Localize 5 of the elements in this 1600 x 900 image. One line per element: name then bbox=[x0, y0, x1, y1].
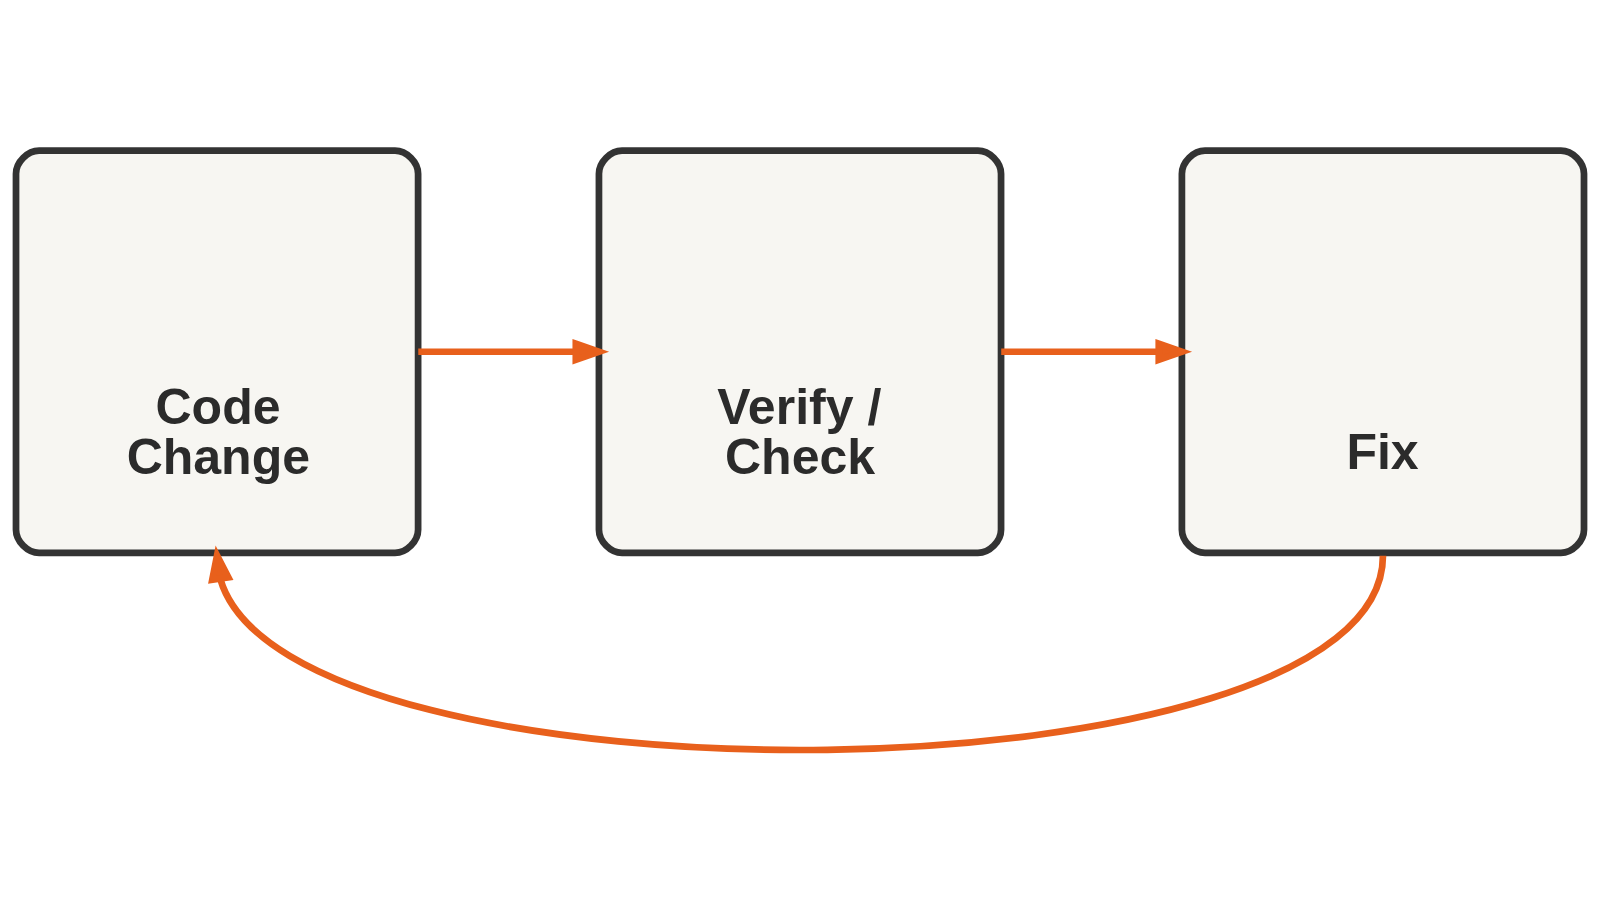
node-box: Code Change bbox=[12, 146, 422, 556]
arrow bbox=[418, 338, 610, 365]
node-box: Verify / Check bbox=[595, 146, 1005, 556]
arrow bbox=[1001, 338, 1193, 365]
node-box: Fix bbox=[1178, 146, 1588, 556]
